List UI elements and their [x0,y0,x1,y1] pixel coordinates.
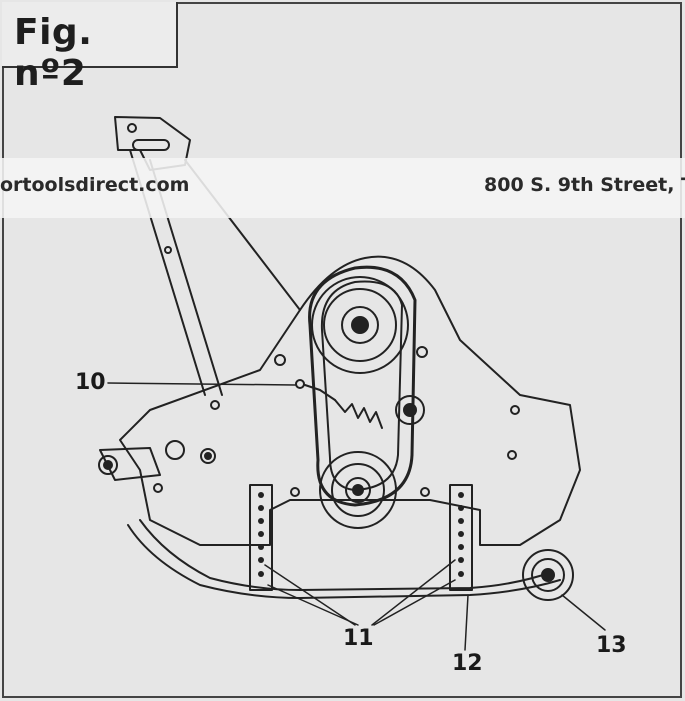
leader-12 [464,594,469,651]
figure-label-box: Fig. nº2 [2,2,178,94]
lower-pulley [319,451,397,529]
bracket-slot [132,139,170,151]
figure-title: Fig. nº2 [14,12,93,94]
watermark-address: 800 S. 9th Street, T [484,174,685,196]
watermark-website: ortoolsdirect.com [0,174,190,196]
housing-outline [119,255,581,546]
tension-spring [334,399,383,429]
watermark-banner [0,158,685,218]
roller-wheel [522,549,574,601]
adjust-plate-left [249,484,273,591]
callout-13: 13 [596,633,627,658]
leader-11-a [264,564,356,626]
callout-10: 10 [75,370,106,395]
upper-pulley [311,276,409,374]
callout-11: 11 [343,626,374,651]
idler-pulley [395,395,425,425]
callout-12: 12 [452,651,483,676]
leader-11-c [371,559,456,626]
leader-11-d [373,579,456,626]
skid-rail [127,524,561,599]
leader-13 [561,594,606,631]
leader-11-b [267,584,359,626]
leader-10 [107,382,296,386]
adjust-plate-right [449,484,473,591]
